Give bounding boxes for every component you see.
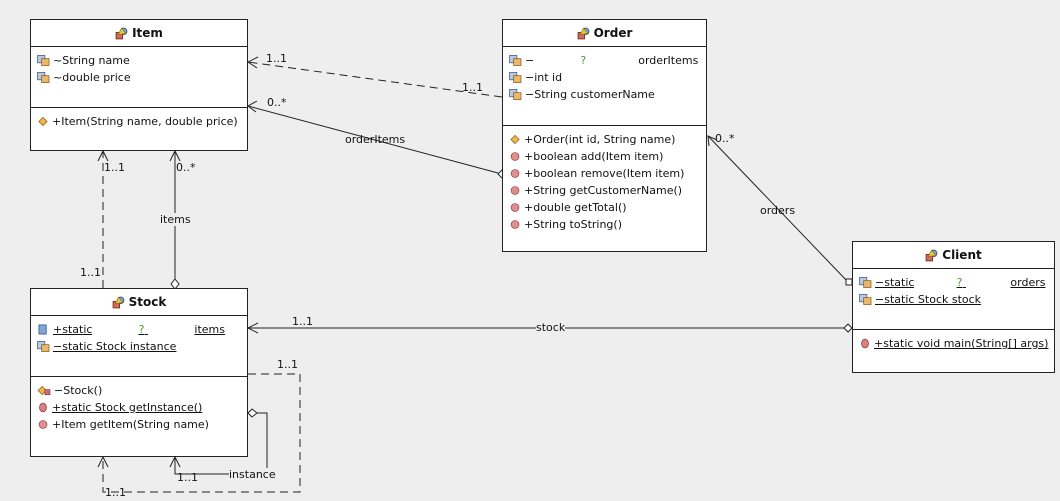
stock-self-dependency-multiplicity-bottom: 1..1 — [105, 486, 126, 499]
client-stock-multiplicity: 1..1 — [292, 315, 313, 328]
attribute-client-orders[interactable]: −static ? orders — [853, 274, 1054, 291]
stock-self-dependency-line[interactable] — [102, 373, 301, 493]
method-public-icon — [509, 168, 521, 179]
class-stock[interactable]: Stock +static ? items −static Stock inst… — [30, 288, 248, 457]
attribute-item-name[interactable]: ~String name — [31, 52, 247, 69]
order-item-dependency-multiplicity-item: 1..1 — [266, 52, 287, 65]
order-item-dependency-arrowhead — [247, 56, 259, 69]
stock-instance-multiplicity: 1..1 — [177, 471, 198, 484]
class-order-operations: +Order(int id, String name) +boolean add… — [503, 126, 706, 233]
operation-stock-getinstance[interactable]: +static Stock getInstance() — [31, 399, 247, 416]
attribute-order-orderitems[interactable]: − ? orderItems — [503, 52, 706, 69]
class-client[interactable]: Client −static ? orders −static Stock st… — [852, 241, 1055, 373]
field-private-icon — [509, 72, 522, 83]
order-items-role-label: orderItems — [345, 133, 406, 146]
field-private-icon — [509, 89, 522, 100]
stock-item-dependency-arrowhead — [97, 149, 109, 162]
stock-instance-arrowhead — [169, 455, 181, 468]
method-public-icon — [509, 151, 521, 162]
stock-items-multiplicity: 0..* — [176, 161, 196, 174]
class-icon — [112, 296, 125, 309]
order-items-multiplicity: 0..* — [267, 96, 287, 109]
attribute-order-id[interactable]: −int id — [503, 69, 706, 86]
stock-self-dependency-multiplicity-top: 1..1 — [277, 358, 298, 371]
order-items-association-arrowhead — [247, 100, 258, 113]
class-client-header: Client — [853, 242, 1054, 269]
attribute-client-stock[interactable]: −static Stock stock — [853, 291, 1054, 308]
class-order-attributes: − ? orderItems −int id −String customerN… — [503, 47, 706, 126]
class-icon — [577, 27, 590, 40]
class-item-name: Item — [132, 26, 163, 40]
field-private-icon — [509, 55, 522, 66]
stock-item-dependency-multiplicity-top: 1..1 — [104, 161, 125, 174]
class-item-header: Item — [31, 20, 247, 47]
order-items-association-line[interactable] — [247, 105, 499, 174]
operation-order-gettotal[interactable]: +double getTotal() — [503, 199, 706, 216]
operation-stock-constructor[interactable]: −Stock() — [31, 382, 247, 399]
method-public-icon — [509, 185, 521, 196]
client-stock-role-label: stock — [536, 321, 566, 334]
field-package-icon — [37, 72, 50, 83]
client-orders-association-arrowhead — [707, 135, 718, 147]
class-item-attributes: ~String name ~double price — [31, 47, 247, 108]
field-private-icon — [859, 294, 872, 305]
stock-instance-role-label: instance — [229, 468, 276, 481]
class-stock-name: Stock — [128, 295, 167, 309]
operation-client-main[interactable]: +static void main(String[] args) — [853, 335, 1054, 352]
class-stock-attributes: +static ? items −static Stock instance — [31, 316, 247, 377]
attribute-stock-items[interactable]: +static ? items — [31, 321, 247, 338]
class-order[interactable]: Order − ? orderItems −int id −String cus… — [502, 19, 707, 252]
method-public-icon — [37, 419, 49, 430]
stock-items-association-arrowhead — [169, 149, 181, 162]
stock-items-role-label: items — [160, 213, 191, 226]
order-item-dependency-multiplicity-order: 1..1 — [462, 81, 483, 94]
operation-item-constructor[interactable]: +Item(String name, double price) — [31, 113, 247, 130]
class-item-operations: +Item(String name, double price) — [31, 108, 247, 130]
method-public-icon — [509, 202, 521, 213]
class-stock-header: Stock — [31, 289, 247, 316]
operation-order-constructor[interactable]: +Order(int id, String name) — [503, 131, 706, 148]
class-order-header: Order — [503, 20, 706, 47]
class-stock-operations: −Stock() +static Stock getInstance() +It… — [31, 377, 247, 433]
generic-type-placeholder: ? — [92, 323, 145, 336]
operation-order-tostring[interactable]: +String toString() — [503, 216, 706, 233]
class-client-operations: +static void main(String[] args) — [853, 330, 1054, 352]
stock-instance-aggregation-diamond — [247, 408, 258, 418]
attribute-stock-instance[interactable]: −static Stock instance — [31, 338, 247, 355]
attribute-item-price[interactable]: ~double price — [31, 69, 247, 86]
client-stock-aggregation-diamond — [843, 323, 853, 333]
field-public-icon — [37, 324, 50, 335]
order-item-dependency-line[interactable] — [247, 61, 503, 98]
class-client-name: Client — [942, 248, 982, 262]
generic-type-placeholder: ? — [534, 54, 587, 67]
method-static-icon — [37, 402, 49, 413]
method-public-icon — [509, 219, 521, 230]
stock-self-dependency-arrowhead — [97, 455, 109, 468]
constructor-private-icon — [37, 385, 51, 396]
operation-order-add[interactable]: +boolean add(Item item) — [503, 148, 706, 165]
field-private-icon — [37, 341, 50, 352]
operation-order-remove[interactable]: +boolean remove(Item item) — [503, 165, 706, 182]
class-client-attributes: −static ? orders −static Stock stock — [853, 269, 1054, 330]
client-orders-role-label: orders — [760, 204, 796, 217]
constructor-icon — [509, 134, 521, 145]
stock-item-dependency-multiplicity-bottom: 1..1 — [80, 266, 101, 279]
attribute-order-customername[interactable]: −String customerName — [503, 86, 706, 103]
class-icon — [115, 27, 128, 40]
constructor-icon — [37, 116, 49, 127]
class-item[interactable]: Item ~String name ~double price +Item(St… — [30, 19, 248, 151]
method-static-icon — [859, 338, 871, 349]
class-order-name: Order — [593, 26, 633, 40]
operation-order-getcustomername[interactable]: +String getCustomerName() — [503, 182, 706, 199]
client-stock-association-arrowhead — [246, 322, 259, 334]
field-package-icon — [37, 55, 50, 66]
client-orders-association-line[interactable] — [707, 135, 849, 283]
class-icon — [925, 249, 938, 262]
generic-type-placeholder: ? — [914, 276, 963, 289]
client-orders-multiplicity: 0..* — [715, 132, 735, 145]
field-private-icon — [859, 277, 872, 288]
operation-stock-getitem[interactable]: +Item getItem(String name) — [31, 416, 247, 433]
